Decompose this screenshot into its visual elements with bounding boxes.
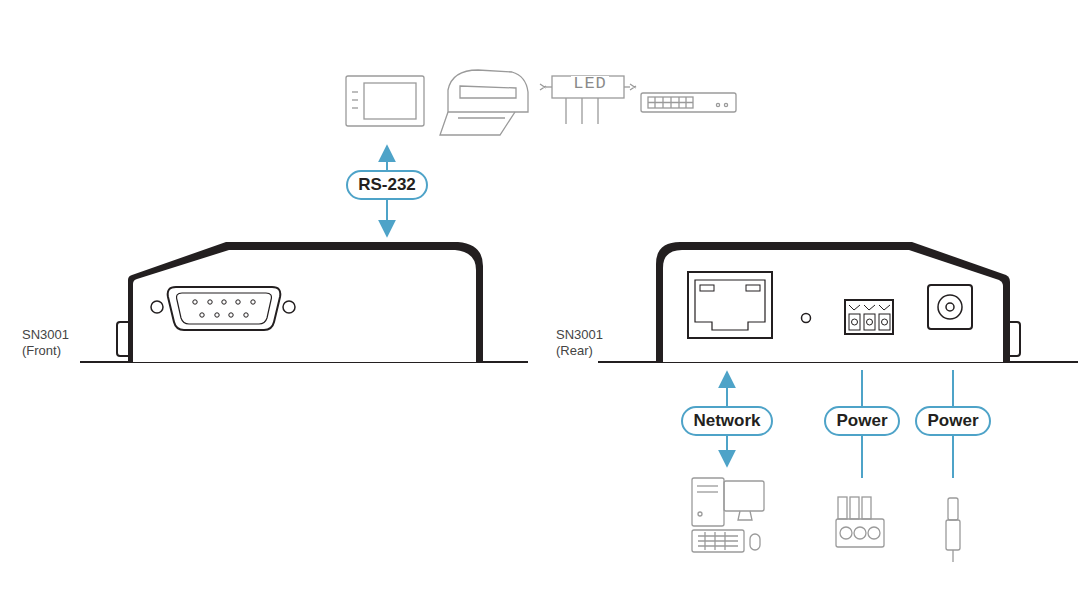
port-label: Power: [824, 406, 899, 436]
front-housing: [117, 242, 483, 362]
device-label: SN3001 (Rear): [556, 327, 618, 359]
port-name: RS-232: [358, 175, 416, 195]
connection-line: [387, 146, 953, 478]
rear-housing: [656, 242, 1020, 362]
port-name: Power: [927, 411, 978, 431]
port-label: Network: [681, 406, 772, 436]
port-label: Power: [915, 406, 990, 436]
port-label: RS-232: [346, 170, 428, 200]
sign-text: LED: [571, 76, 609, 92]
peripheral-icons: [346, 70, 960, 562]
port-name: Network: [693, 411, 760, 431]
device-label: SN3001 (Front): [22, 327, 84, 359]
port-name: Power: [836, 411, 887, 431]
